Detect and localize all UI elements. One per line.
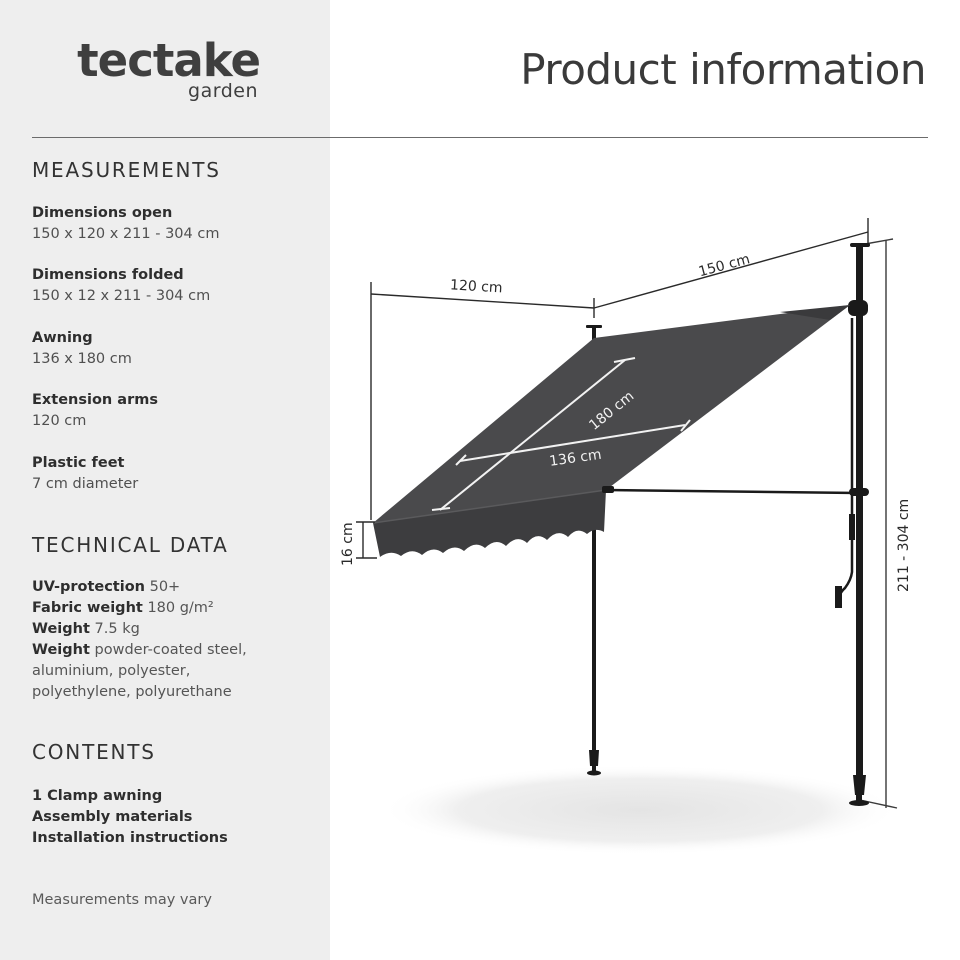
brand-name: tectake bbox=[77, 34, 261, 87]
spec-value-extension-arms: 120 cm bbox=[32, 413, 87, 429]
brand-sub: garden bbox=[188, 80, 258, 102]
spec-label-extension-arms: Extension arms bbox=[32, 392, 158, 408]
tech-line-material: Weight powder-coated steel, bbox=[32, 642, 247, 658]
tech-label: Fabric weight bbox=[32, 600, 143, 616]
disclaimer-note: Measurements may vary bbox=[32, 892, 212, 908]
tech-value: 50+ bbox=[149, 579, 181, 595]
tech-value: 7.5 kg bbox=[94, 621, 140, 637]
spec-label-awning: Awning bbox=[32, 330, 93, 346]
measurements-heading: MEASUREMENTS bbox=[32, 158, 221, 182]
spec-label-plastic-feet: Plastic feet bbox=[32, 455, 125, 471]
contents-item: Installation instructions bbox=[32, 830, 228, 846]
tech-line-material-cont-1: aluminium, polyester, bbox=[32, 663, 191, 679]
tech-line-material-cont-2: polyethylene, polyurethane bbox=[32, 684, 232, 700]
tech-value: powder-coated steel, bbox=[94, 642, 247, 658]
product-diagram-panel bbox=[330, 0, 960, 960]
spec-value-plastic-feet: 7 cm diameter bbox=[32, 476, 139, 492]
spec-label-dimensions-folded: Dimensions folded bbox=[32, 267, 184, 283]
tech-line-uv: UV-protection 50+ bbox=[32, 579, 180, 595]
contents-heading: CONTENTS bbox=[32, 740, 156, 764]
tech-value: 180 g/m² bbox=[147, 600, 214, 616]
tech-label: UV-protection bbox=[32, 579, 145, 595]
specs-sidebar bbox=[0, 0, 330, 960]
technical-heading: TECHNICAL DATA bbox=[32, 533, 229, 557]
tech-label: Weight bbox=[32, 621, 90, 637]
page-title: Product information bbox=[520, 45, 926, 94]
spec-label-dimensions-open: Dimensions open bbox=[32, 205, 173, 221]
tech-label: Weight bbox=[32, 642, 90, 658]
contents-item: Assembly materials bbox=[32, 809, 193, 825]
tech-line-weight: Weight 7.5 kg bbox=[32, 621, 140, 637]
spec-value-dimensions-folded: 150 x 12 x 211 - 304 cm bbox=[32, 288, 211, 304]
header-divider bbox=[32, 137, 928, 138]
spec-value-awning: 136 x 180 cm bbox=[32, 351, 132, 367]
contents-item: 1 Clamp awning bbox=[32, 788, 163, 804]
brand-logo: tectake garden bbox=[75, 34, 261, 106]
tech-line-fabric-weight: Fabric weight 180 g/m² bbox=[32, 600, 214, 616]
spec-value-dimensions-open: 150 x 120 x 211 - 304 cm bbox=[32, 226, 220, 242]
